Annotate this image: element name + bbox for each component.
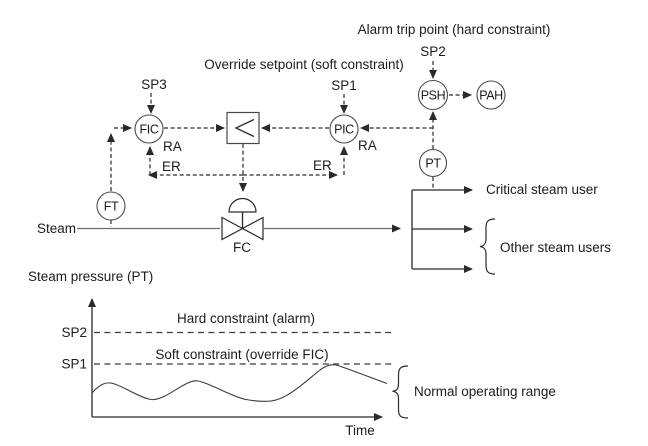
low-selector-block xyxy=(226,111,260,145)
sp3-label: SP3 xyxy=(141,77,167,92)
sp2-tick-label: SP2 xyxy=(61,325,87,340)
low-select-icon xyxy=(234,118,255,138)
instrument-fic: FIC xyxy=(134,114,164,144)
instrument-pic: PIC xyxy=(329,114,359,144)
other-steam-users-label: Other steam users xyxy=(500,240,611,255)
process-lines xyxy=(77,186,473,273)
sp1-tick-label: SP1 xyxy=(61,357,87,372)
ft-circle xyxy=(96,191,126,221)
valve-body-left xyxy=(221,216,244,241)
critical-steam-user-label: Critical steam user xyxy=(486,182,598,197)
pressure-trend-chart: Steam pressure (PT) SP2 SP1 Hard constra… xyxy=(28,269,556,438)
pressure-curve xyxy=(91,364,388,402)
valve-body-right xyxy=(241,216,264,241)
ra-pic-label: RA xyxy=(358,138,377,153)
override-setpoint-label: Override setpoint (soft constraint) xyxy=(204,57,404,72)
soft-constraint-label: Soft constraint (override FIC) xyxy=(155,347,328,362)
control-valve-fc xyxy=(221,197,264,241)
pt-tag: PT xyxy=(425,157,441,171)
er-fic-label: ER xyxy=(162,159,181,174)
ra-fic-label: RA xyxy=(163,139,182,154)
pah-circle xyxy=(476,80,506,110)
normal-range-brace xyxy=(392,365,409,419)
hard-constraint-label: Hard constraint (alarm) xyxy=(177,311,315,326)
time-axis-label: Time xyxy=(345,423,375,438)
fic-tag: FIC xyxy=(140,123,159,137)
pt-circle xyxy=(418,148,448,178)
psh-tag: PSH xyxy=(421,89,446,103)
signal-lines xyxy=(107,61,472,227)
valve-actuator-dome xyxy=(228,197,257,213)
valve-tag-label: FC xyxy=(233,240,251,255)
sp2-label: SP2 xyxy=(420,44,446,59)
instrument-pah: PAH xyxy=(476,80,506,110)
ft-tag: FT xyxy=(104,200,119,214)
pic-circle xyxy=(329,114,359,144)
alarm-trip-point-label: Alarm trip point (hard constraint) xyxy=(358,22,551,37)
pic-tag: PIC xyxy=(334,123,354,137)
selector-box xyxy=(226,111,260,145)
instrument-ft: FT xyxy=(96,191,126,221)
er-pic-label: ER xyxy=(313,158,332,173)
fic-circle xyxy=(134,114,164,144)
other-users-brace xyxy=(479,218,496,275)
chart-title: Steam pressure (PT) xyxy=(28,269,153,284)
psh-circle xyxy=(417,79,449,111)
pah-tag: PAH xyxy=(479,89,503,103)
instrument-psh: PSH xyxy=(417,79,449,111)
normal-range-label: Normal operating range xyxy=(414,384,556,399)
instrument-pt: PT xyxy=(418,148,448,178)
sp1-label: SP1 xyxy=(331,78,357,93)
steam-label: Steam xyxy=(37,221,76,236)
